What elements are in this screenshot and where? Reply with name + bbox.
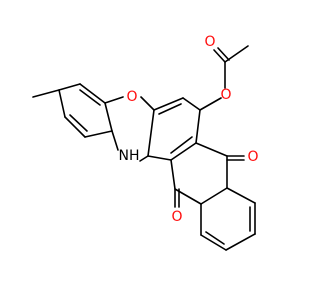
- bond: [225, 233, 256, 251]
- ester-oxygen-label: O: [220, 87, 231, 103]
- bond: [195, 142, 228, 157]
- atom-labels: O NH O O O O: [119, 34, 259, 225]
- bond: [104, 102, 113, 132]
- bonds: [32, 45, 256, 251]
- bond: [104, 96, 124, 104]
- bond: [200, 234, 227, 251]
- bond: [199, 97, 222, 111]
- bond: [139, 155, 149, 162]
- bond: [147, 155, 172, 161]
- ring-nitrogen-label: NH: [119, 148, 140, 164]
- carbonyl-oxygen-label: O: [204, 34, 215, 50]
- structure-diagram: O NH O O O O: [32, 34, 259, 251]
- bond: [170, 136, 193, 154]
- bond: [69, 114, 88, 132]
- bond: [217, 47, 230, 61]
- bond: [64, 116, 86, 138]
- bond: [84, 130, 113, 138]
- ring-oxygen-label: O: [126, 89, 137, 105]
- bond: [111, 130, 119, 151]
- bond: [58, 89, 66, 118]
- bond: [140, 96, 155, 111]
- ketone-oxygen-right-label: O: [247, 149, 258, 165]
- bond: [200, 187, 228, 205]
- bond: [158, 103, 182, 115]
- bond: [226, 187, 256, 204]
- bond: [195, 109, 201, 144]
- bond: [170, 142, 197, 161]
- bond: [79, 83, 106, 104]
- bond: [205, 231, 225, 245]
- bond: [147, 109, 155, 157]
- molecule-svg: O NH O O O O: [32, 34, 259, 251]
- bond: [32, 89, 60, 98]
- bond: [79, 89, 101, 106]
- bond: [213, 49, 226, 63]
- bond: [58, 83, 81, 91]
- bond: [182, 97, 201, 111]
- bond: [153, 97, 184, 111]
- ketone-oxygen-bottom-label: O: [171, 209, 182, 225]
- bond: [170, 159, 176, 190]
